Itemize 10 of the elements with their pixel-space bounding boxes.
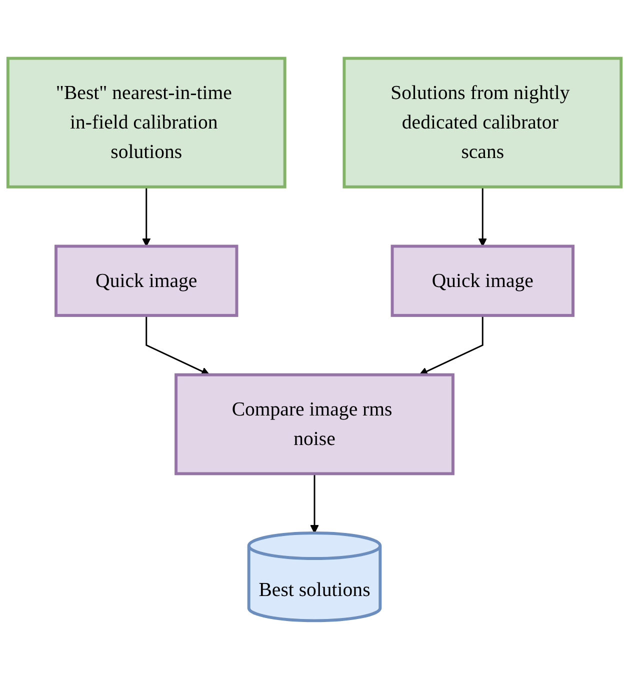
node-box: Quick image [54, 244, 238, 317]
node-box: Quick image [390, 244, 574, 317]
arrow [142, 186, 151, 247]
arrow [478, 186, 487, 247]
node-box: Compare image rms noise [174, 373, 454, 476]
arrow [310, 474, 319, 534]
arrow [146, 315, 210, 376]
node-box: "Best" nearest-in-time in-field calibration solutions [6, 56, 286, 188]
node-box: Solutions from nightly dedicated calibrator scans [342, 56, 623, 188]
arrow [419, 315, 484, 376]
